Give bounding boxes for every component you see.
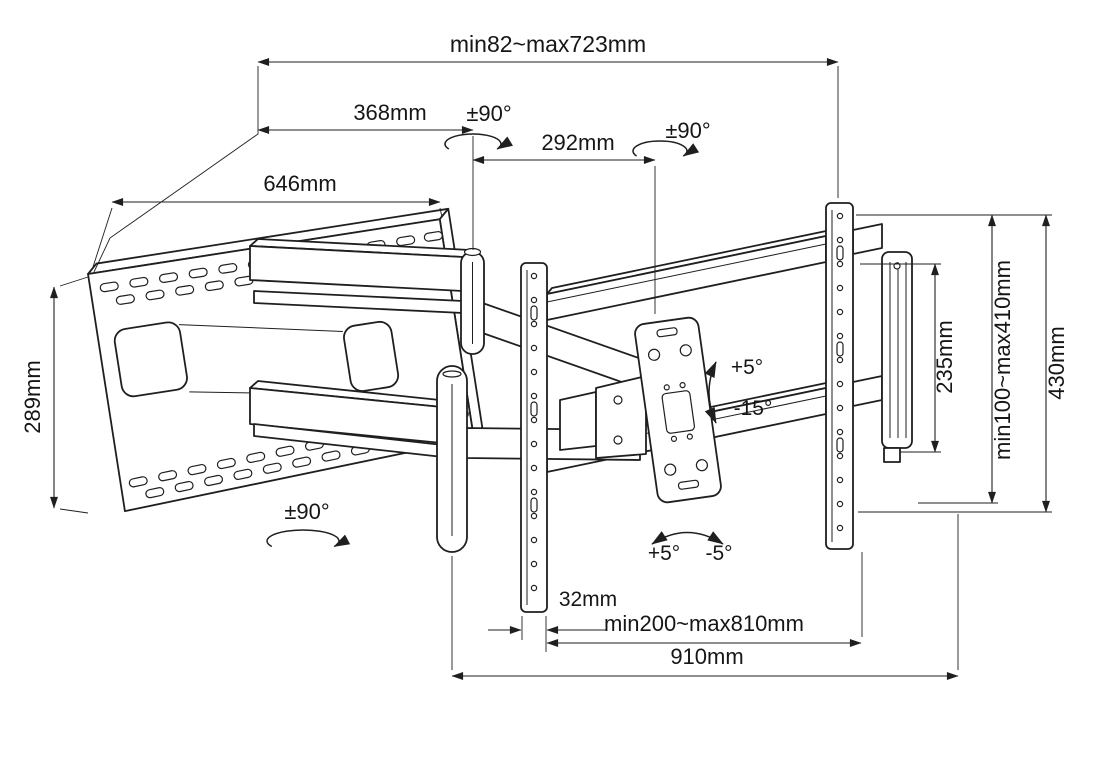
hinges bbox=[436, 247, 485, 553]
hinge-pin-cap bbox=[463, 247, 482, 257]
level-arrow-icon bbox=[651, 531, 724, 545]
vesa-hole bbox=[695, 459, 709, 472]
level-adjust-range: +5° -5° bbox=[648, 531, 733, 565]
label-level-minus: -5° bbox=[705, 542, 732, 565]
dim-extension-range: min82~max723mm bbox=[93, 31, 839, 273]
vertical-rail-right bbox=[825, 202, 854, 550]
label-profile-height-235: 235mm bbox=[932, 320, 957, 393]
upper-rail-stub bbox=[852, 223, 883, 255]
vesa-hole bbox=[664, 463, 677, 476]
swivel-arrow-icon bbox=[266, 529, 351, 548]
label-swivel-top-right: ±90° bbox=[665, 118, 710, 143]
swivel-bottom: ±90° bbox=[266, 499, 351, 548]
label-arm-368: 368mm bbox=[353, 100, 426, 125]
label-vesa-horizontal-range: min200~max810mm bbox=[604, 611, 804, 636]
dim-vesa-vertical-range: min100~max410mm bbox=[856, 214, 1052, 504]
label-tilt-up: +5° bbox=[731, 356, 763, 379]
swivel-top-right: ±90° bbox=[632, 118, 711, 157]
vesa-center-detail bbox=[661, 390, 696, 434]
dim-arm-292: 292mm bbox=[472, 130, 656, 314]
vertical-rail-left bbox=[520, 262, 548, 613]
label-rail-width-32: 32mm bbox=[559, 588, 617, 611]
label-extension-range: min82~max723mm bbox=[450, 31, 646, 57]
label-arm-292: 292mm bbox=[541, 130, 614, 155]
label-plate-height-289: 289mm bbox=[20, 360, 45, 433]
label-swivel-bottom: ±90° bbox=[284, 499, 329, 524]
swivel-top-left: ±90° bbox=[444, 101, 513, 150]
dim-vesa-horizontal-range: min200~max810mm bbox=[546, 552, 863, 647]
vesa-hole bbox=[647, 348, 661, 361]
rail-end-hook bbox=[883, 447, 901, 463]
tilt-mechanism bbox=[559, 375, 647, 459]
tilt-arrow-icon bbox=[704, 361, 717, 424]
dim-rail-width-32: 32mm bbox=[488, 588, 617, 652]
swivel-arrow-icon bbox=[444, 133, 513, 150]
rail-end-profile bbox=[881, 251, 913, 463]
swivel-arrow-icon bbox=[632, 140, 700, 157]
plate-cutout-left bbox=[113, 321, 188, 398]
dim-profile-height-235: 235mm bbox=[860, 263, 957, 453]
elbow-post-cap bbox=[442, 370, 462, 378]
label-bracket-height-430: 430mm bbox=[1044, 326, 1069, 399]
dim-plate-width-646: 646mm bbox=[91, 171, 443, 271]
dim-arm-368: 368mm bbox=[257, 100, 474, 250]
label-total-width-910: 910mm bbox=[670, 644, 743, 669]
dim-bracket-height-430: 430mm bbox=[858, 214, 1069, 513]
vesa-plate bbox=[634, 316, 722, 504]
dim-plate-height-289: 289mm bbox=[20, 276, 89, 514]
label-tilt-down: -15° bbox=[734, 397, 773, 420]
label-swivel-top-left: ±90° bbox=[466, 101, 511, 126]
angle-annotations: ±90° ±90° ±90° +5° -15° +5° -5° bbox=[266, 101, 773, 565]
tilt-range: +5° -15° bbox=[704, 356, 773, 424]
label-level-plus: +5° bbox=[648, 542, 680, 565]
plate-brace-top-edge bbox=[178, 324, 343, 332]
vesa-hole bbox=[679, 344, 692, 357]
lower-rail-stub bbox=[852, 375, 883, 407]
label-vesa-vertical-range: min100~max410mm bbox=[990, 260, 1015, 460]
plate-cutout-right bbox=[343, 320, 400, 392]
dim-total-width-910: 910mm bbox=[451, 514, 959, 680]
label-plate-width-646: 646mm bbox=[263, 171, 336, 196]
upper-rail bbox=[546, 235, 827, 321]
dimensions: min82~max723mm 368mm 292mm 646mm 289mm bbox=[20, 31, 1069, 680]
